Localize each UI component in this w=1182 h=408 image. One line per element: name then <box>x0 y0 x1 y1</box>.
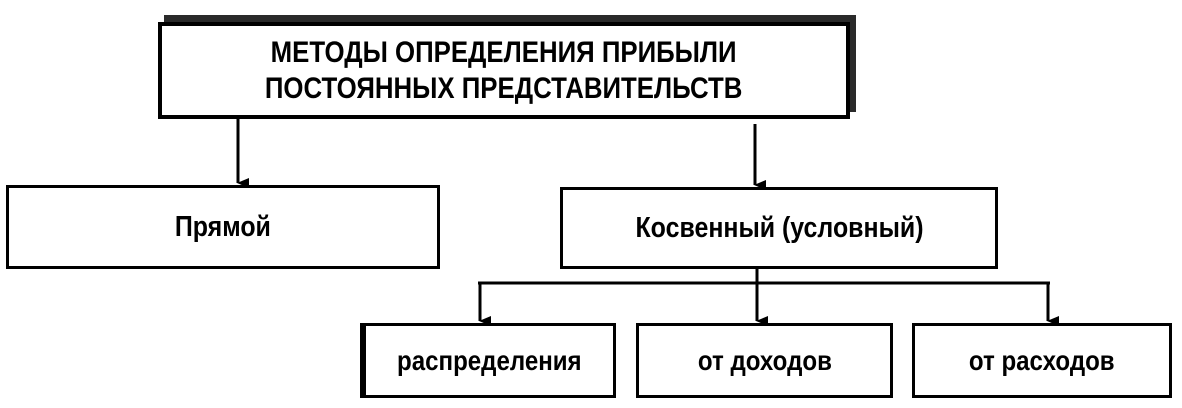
distribution-method-box: распределения <box>360 323 616 398</box>
indirect-method-label: Косвенный (условный) <box>634 212 924 244</box>
direct-method-box: Прямой <box>6 185 440 269</box>
root-title: МЕТОДЫ ОПРЕДЕЛЕНИЯ ПРИБЫЛИ ПОСТОЯННЫХ ПР… <box>265 35 743 107</box>
distribution-method-label: распределения <box>397 344 582 376</box>
expenses-method-label: от расходов <box>969 344 1115 376</box>
root-title-line-2: ПОСТОЯННЫХ ПРЕДСТАВИТЕЛЬСТВ <box>265 71 743 105</box>
root-box: МЕТОДЫ ОПРЕДЕЛЕНИЯ ПРИБЫЛИ ПОСТОЯННЫХ ПР… <box>158 22 850 119</box>
indirect-method-box: Косвенный (условный) <box>560 187 998 269</box>
expenses-method-box: от расходов <box>912 323 1172 398</box>
income-method-label: от доходов <box>697 344 832 376</box>
root-title-line-1: МЕТОДЫ ОПРЕДЕЛЕНИЯ ПРИБЫЛИ <box>271 35 737 69</box>
direct-method-label: Прямой <box>174 211 272 243</box>
income-method-box: от доходов <box>636 323 893 398</box>
